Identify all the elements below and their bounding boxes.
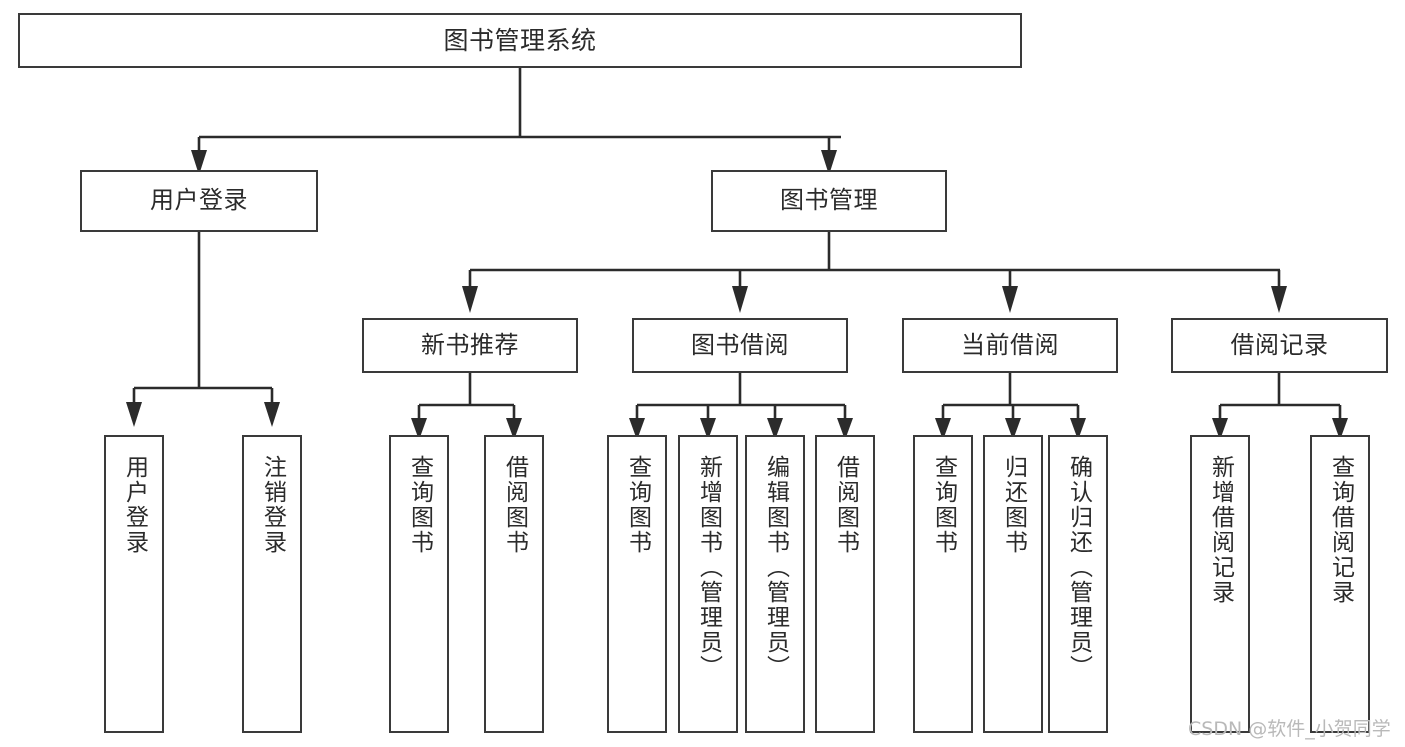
node-book-borrow[interactable]: 图书借阅 — [632, 318, 848, 373]
node-borrow-record-label: 借阅记录 — [1230, 330, 1329, 359]
node-user-login-label: 用户登录 — [150, 186, 248, 215]
node-leaf-logout[interactable]: 注销登录 — [242, 435, 302, 733]
node-new-book-recommend[interactable]: 新书推荐 — [362, 318, 578, 373]
node-borrow-record[interactable]: 借阅记录 — [1171, 318, 1388, 373]
node-leaf-query-book-1[interactable]: 查询图书 — [389, 435, 449, 733]
node-leaf-edit-book[interactable]: 编辑图书（管理员） — [745, 435, 805, 733]
node-leaf-borrow-book-2[interactable]: 借阅图书 — [815, 435, 875, 733]
node-leaf-add-record[interactable]: 新增借阅记录 — [1190, 435, 1250, 733]
node-leaf-add-record-label: 新增借阅记录 — [1207, 455, 1234, 605]
node-leaf-borrow-book-2-label: 借阅图书 — [832, 455, 859, 555]
node-leaf-logout-label: 注销登录 — [259, 455, 286, 555]
node-current-borrow-label: 当前借阅 — [961, 330, 1059, 359]
node-leaf-return-book[interactable]: 归还图书 — [983, 435, 1043, 733]
node-leaf-user-login[interactable]: 用户登录 — [104, 435, 164, 733]
node-current-borrow[interactable]: 当前借阅 — [902, 318, 1118, 373]
node-leaf-add-book-label: 新增图书（管理员） — [695, 455, 722, 680]
node-user-login[interactable]: 用户登录 — [80, 170, 318, 232]
node-leaf-query-book-3[interactable]: 查询图书 — [913, 435, 973, 733]
node-leaf-add-book[interactable]: 新增图书（管理员） — [678, 435, 738, 733]
node-leaf-query-book-1-label: 查询图书 — [406, 455, 433, 555]
node-leaf-user-login-label: 用户登录 — [121, 455, 148, 555]
node-leaf-borrow-book-1-label: 借阅图书 — [501, 455, 528, 555]
node-leaf-query-book-2[interactable]: 查询图书 — [607, 435, 667, 733]
node-root[interactable]: 图书管理系统 — [18, 13, 1022, 68]
node-leaf-borrow-book-1[interactable]: 借阅图书 — [484, 435, 544, 733]
node-leaf-query-book-3-label: 查询图书 — [930, 455, 957, 555]
node-root-label: 图书管理系统 — [443, 26, 597, 55]
node-leaf-query-record-label: 查询借阅记录 — [1327, 455, 1354, 605]
csdn-watermark: CSDN @软件_小贺同学 — [1188, 718, 1391, 740]
node-leaf-return-book-label: 归还图书 — [1000, 455, 1027, 555]
node-book-manage[interactable]: 图书管理 — [711, 170, 947, 232]
node-leaf-edit-book-label: 编辑图书（管理员） — [762, 455, 789, 680]
node-book-borrow-label: 图书借阅 — [691, 330, 789, 359]
node-leaf-confirm-return[interactable]: 确认归还（管理员） — [1048, 435, 1108, 733]
node-leaf-query-record[interactable]: 查询借阅记录 — [1310, 435, 1370, 733]
node-book-manage-label: 图书管理 — [780, 186, 878, 215]
node-leaf-query-book-2-label: 查询图书 — [624, 455, 651, 555]
node-leaf-confirm-return-label: 确认归还（管理员） — [1065, 455, 1092, 680]
node-new-book-recommend-label: 新书推荐 — [421, 330, 519, 359]
